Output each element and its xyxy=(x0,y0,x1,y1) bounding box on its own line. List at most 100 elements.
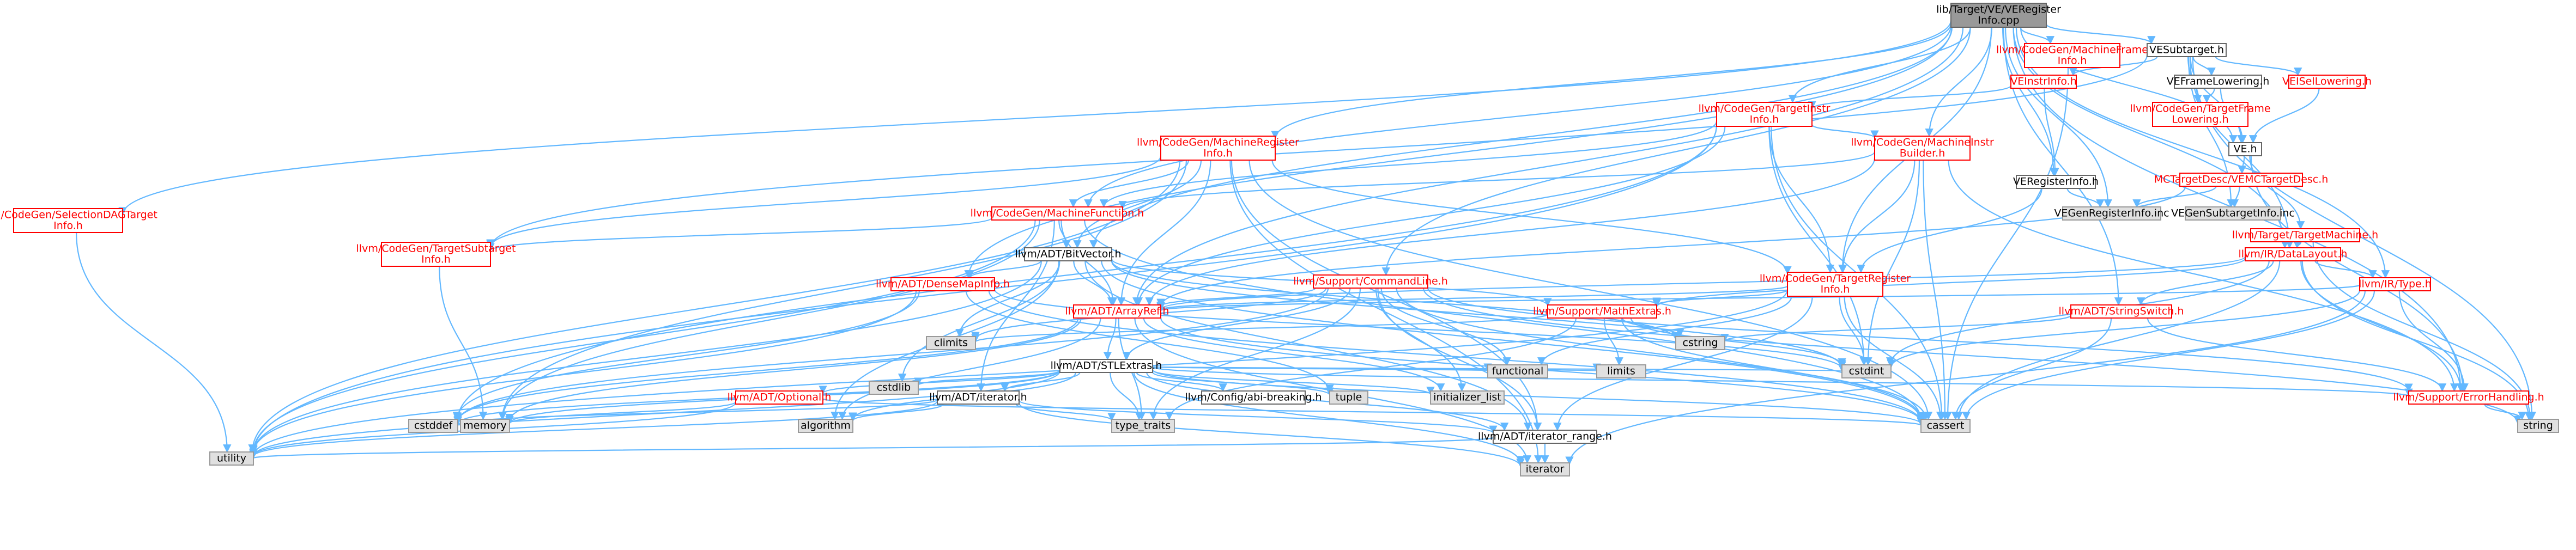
edge-cgtii-to-cstddef xyxy=(453,125,1718,421)
node-climits[interactable]: climits xyxy=(926,336,976,350)
node-densemapinfo[interactable]: llvm/ADT/DenseMapInfo.h xyxy=(876,277,1010,291)
node-functional[interactable]: functional xyxy=(1487,364,1548,378)
node-veframelowering[interactable]: VEFrameLowering.h xyxy=(2167,75,2270,89)
node-cstddef-box xyxy=(408,419,458,433)
node-cstdint[interactable]: cstdint xyxy=(1841,364,1892,378)
node-iterator[interactable]: llvm/ADT/iterator.h xyxy=(929,390,1027,405)
node-utility[interactable]: utility xyxy=(209,451,254,466)
node-iteratorstd[interactable]: iterator xyxy=(1520,462,1570,476)
node-veri-box xyxy=(2016,175,2096,189)
edge-cl-to-cstddef xyxy=(453,288,1329,423)
node-functional-label-line-0: functional xyxy=(1492,365,1544,377)
node-algorithm-box xyxy=(798,419,853,433)
node-ve[interactable]: VE.h xyxy=(2228,142,2262,156)
node-mathextras-label-line-0: llvm/Support/MathExtras.h xyxy=(1533,305,1671,317)
edge-stlextras-to-iteratorstd xyxy=(1133,372,1525,465)
node-mctd[interactable]: MCTargetDesc/VEMCTargetDesc.h xyxy=(2154,173,2329,187)
node-tm[interactable]: llvm/Target/TargetMachine.h xyxy=(2232,228,2378,242)
node-vegenreg[interactable]: VEGenRegisterInfo.inc xyxy=(2054,206,2169,221)
nodes-layer: lib/Target/VE/VERegisterInfo.cpp llvm/Cod… xyxy=(0,3,2559,476)
edge-bitvector-to-densemapinfo xyxy=(966,260,1041,279)
node-bitvector[interactable]: llvm/ADT/BitVector.h xyxy=(1015,247,1122,261)
node-mf-label-line-0: llvm/CodeGen/MachineFunction.h xyxy=(971,207,1144,219)
node-cgtfl-box xyxy=(2152,102,2248,127)
node-mri-box xyxy=(1160,136,1276,161)
edge-bitvector-to-cstdlib xyxy=(898,260,1060,382)
node-cstddef[interactable]: cstddef xyxy=(408,419,458,433)
node-algorithm-label-line-0: algorithm xyxy=(801,420,851,432)
node-typetraits[interactable]: type_traits xyxy=(1111,419,1175,433)
edge-stlextras-to-iterrange xyxy=(1146,372,1509,431)
node-mfinfo-label-line-0: llvm/CodeGen/MachineFrame xyxy=(1996,44,2148,56)
node-iterrange[interactable]: llvm/ADT/iterator_range.h xyxy=(1478,430,1612,444)
node-vegensub-label-line-0: VEGenSubtargetInfo.inc xyxy=(2171,207,2295,219)
edge-iterator-to-iterrange xyxy=(1018,400,1498,434)
node-limits[interactable]: limits xyxy=(1596,364,1646,378)
node-vegensub[interactable]: VEGenSubtargetInfo.inc xyxy=(2171,206,2295,221)
edge-mib-to-cstdint xyxy=(1864,160,1920,366)
node-stlextras-label-line-0: llvm/ADT/STLExtras.h xyxy=(1051,360,1162,372)
node-initlist[interactable]: initializer_list xyxy=(1430,390,1505,405)
node-vesubtarget-box xyxy=(2147,43,2227,57)
node-type[interactable]: llvm/IR/Type.h xyxy=(2359,277,2432,291)
edge-iterator-to-typetraits xyxy=(1015,403,1116,421)
edge-arrayref-to-algorithm xyxy=(838,317,1101,420)
node-errorhandling-label-line-0: llvm/Support/ErrorHandling.h xyxy=(2393,392,2544,404)
node-iterator-label-line-0: llvm/ADT/iterator.h xyxy=(929,392,1027,404)
node-datalayout[interactable]: llvm/IR/DataLayout.h xyxy=(2239,247,2348,261)
node-errorhandling[interactable]: llvm/Support/ErrorHandling.h xyxy=(2393,390,2544,405)
node-ve-label-line-0: VE.h xyxy=(2233,143,2257,155)
node-iteratorstd-label-line-0: iterator xyxy=(1526,463,1565,475)
node-tri-label-line-1: Info.h xyxy=(1821,284,1850,296)
node-cstring[interactable]: cstring xyxy=(1675,336,1725,350)
edge-mf-to-bitvector xyxy=(1058,219,1071,249)
edge-arrayref-to-cstddef xyxy=(453,317,1079,423)
node-cassert-label-line-0: cassert xyxy=(1927,420,1965,432)
edge-tri-to-cassert xyxy=(1844,296,1945,420)
edge-stlextras-to-initlist xyxy=(1151,369,1435,395)
node-vesubtarget[interactable]: VESubtarget.h xyxy=(2147,43,2227,57)
node-arrayref[interactable]: llvm/ADT/ArrayRef.h xyxy=(1065,304,1169,319)
node-string[interactable]: string xyxy=(2517,419,2559,433)
node-algorithm[interactable]: algorithm xyxy=(798,419,853,433)
node-veri[interactable]: VERegisterInfo.h xyxy=(2013,175,2099,189)
edge-mib-to-cassert xyxy=(1923,160,1949,420)
edge-datalayout-to-mathextras xyxy=(1652,258,2246,308)
node-mathextras[interactable]: llvm/Support/MathExtras.h xyxy=(1533,304,1671,319)
node-cl[interactable]: llvm/Support/CommandLine.h xyxy=(1293,274,1448,289)
node-abibreaking[interactable]: llvm/Config/abi-breaking.h xyxy=(1185,390,1322,405)
edge-vesubtarget-to-veisellowering xyxy=(2215,56,2302,76)
node-tuple[interactable]: tuple xyxy=(1329,390,1368,405)
node-stringswitch[interactable]: llvm/ADT/StringSwitch.h xyxy=(2059,304,2184,319)
edge-mri-to-tri xyxy=(1271,160,1792,275)
node-cstdlib[interactable]: cstdlib xyxy=(869,381,919,395)
node-veisellowering[interactable]: VEISelLowering.h xyxy=(2282,75,2372,89)
node-veisellowering-box xyxy=(2288,75,2366,89)
node-root[interactable]: lib/Target/VE/VERegisterInfo.cpp xyxy=(1936,3,2061,28)
edge-iterator-to-iteratorstd xyxy=(1018,402,1525,467)
edge-datalayout-to-string xyxy=(2301,260,2533,420)
node-mf[interactable]: llvm/CodeGen/MachineFunction.h xyxy=(971,206,1144,221)
edge-bitvector-to-utility xyxy=(249,260,1042,454)
edge-mf-to-utility xyxy=(249,219,1036,453)
node-stlextras[interactable]: llvm/ADT/STLExtras.h xyxy=(1051,359,1162,373)
edge-cl-to-arrayref xyxy=(1156,287,1316,308)
node-mib-label-line-1: Builder.h xyxy=(1900,148,1945,160)
edge-densemapinfo-to-tuple xyxy=(965,290,1334,393)
node-cassert[interactable]: cassert xyxy=(1920,419,1971,433)
node-optional[interactable]: llvm/ADT/Optional.h xyxy=(728,390,832,405)
node-tm-label-line-0: llvm/Target/TargetMachine.h xyxy=(2232,229,2378,241)
node-mctd-label-line-0: MCTargetDesc/VEMCTargetDesc.h xyxy=(2154,174,2329,186)
node-vegenreg-label-line-0: VEGenRegisterInfo.inc xyxy=(2054,207,2169,219)
node-cl-box xyxy=(1313,274,1428,289)
node-veinstrinfo[interactable]: VEInstrInfo.h xyxy=(2010,75,2077,89)
node-memory[interactable]: memory xyxy=(460,419,510,433)
